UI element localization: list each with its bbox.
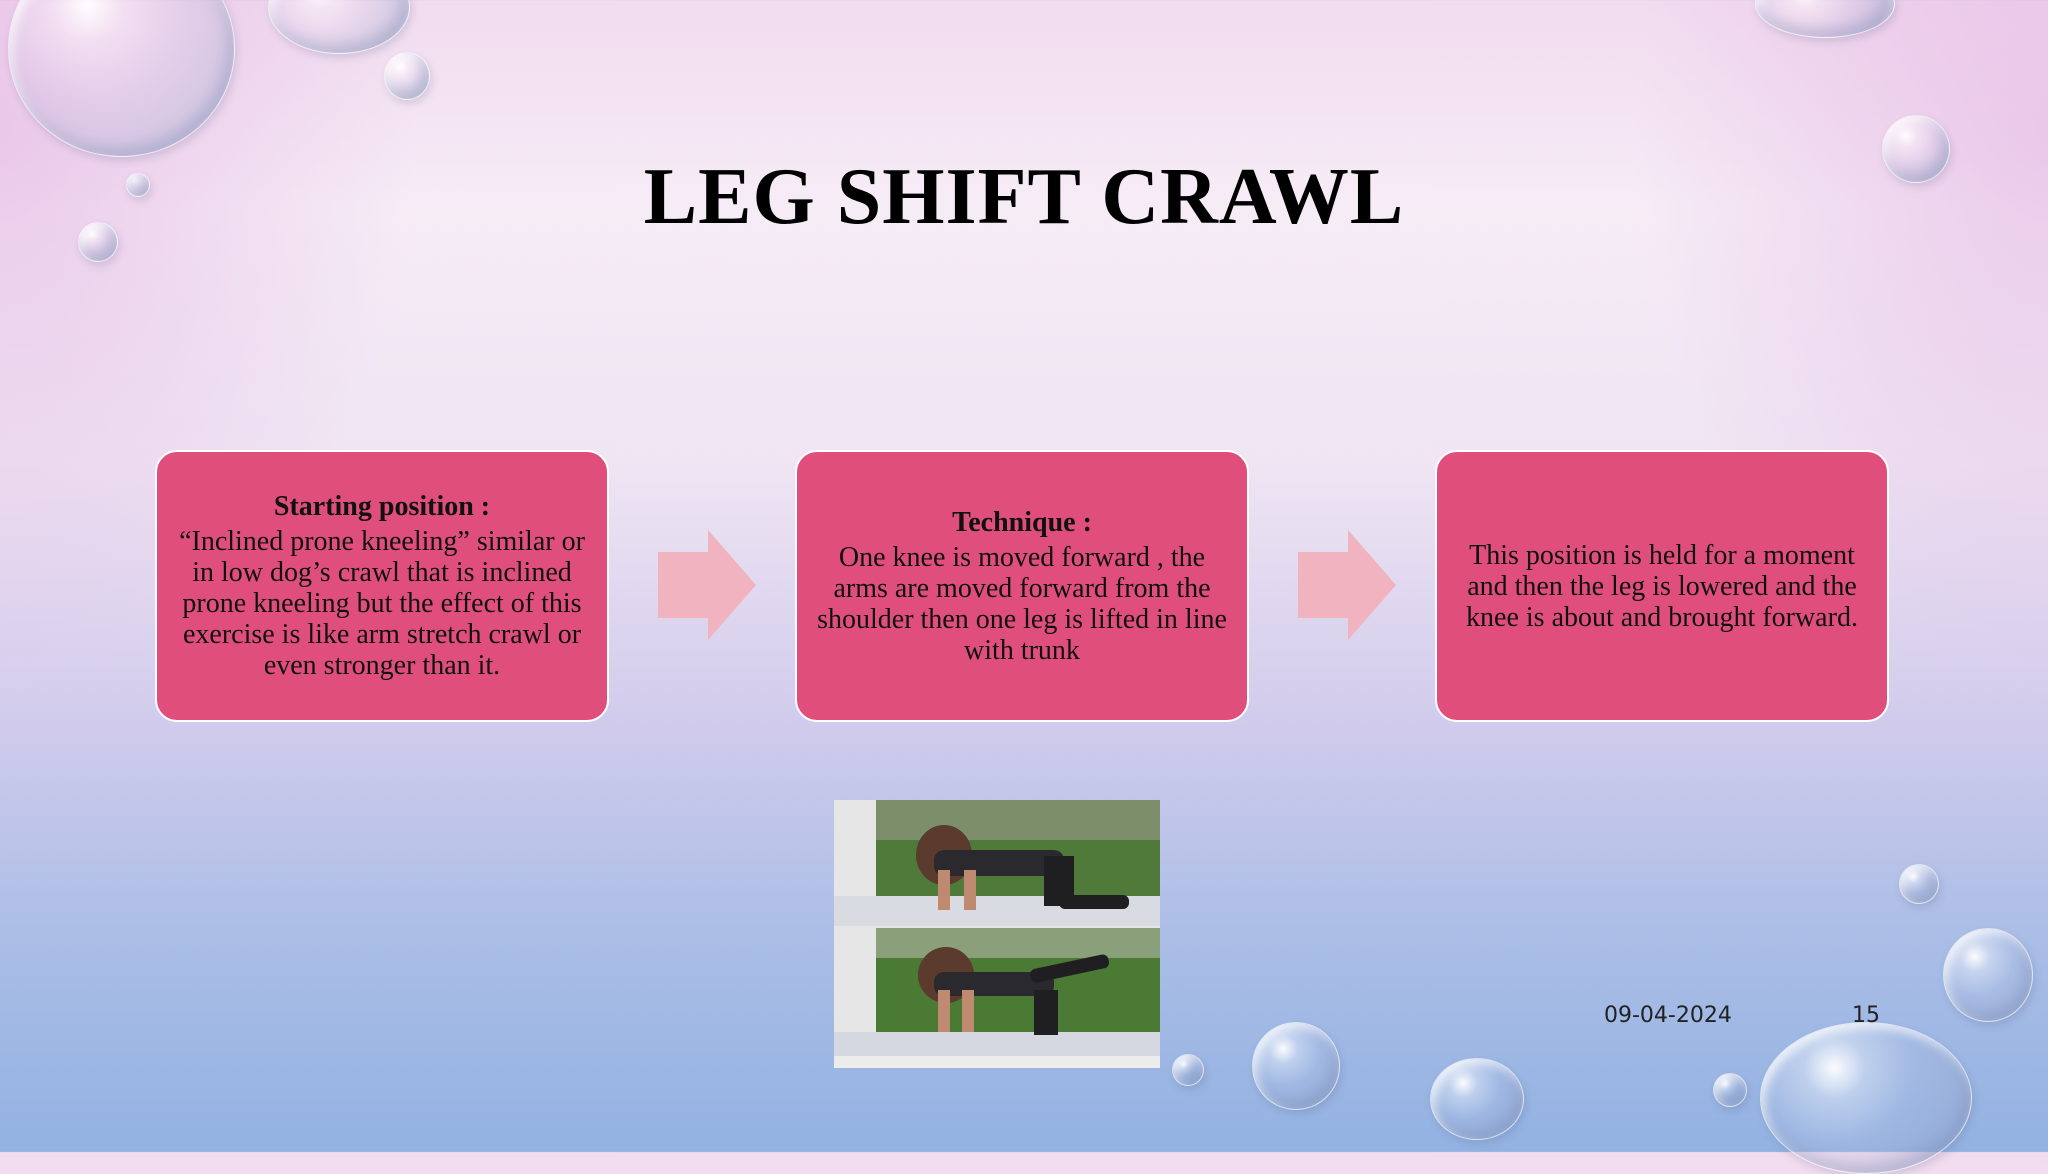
slide-page-number: 15 [1852,1003,1880,1028]
exercise-photo [834,800,1160,1068]
slide-date: 09-04-2024 [1604,1003,1732,1028]
water-droplet [1943,928,2033,1022]
right-arrow-icon [658,530,756,640]
step-box-starting-position: Starting position : “Inclined prone knee… [155,450,609,722]
water-droplet [1430,1058,1524,1140]
water-droplet [1172,1054,1204,1086]
step-text: “Inclined prone kneeling” similar or in … [179,526,585,681]
water-droplet [126,173,150,197]
water-droplet [1760,1022,1972,1174]
step-heading: Starting position : [273,491,491,522]
step-text: This position is held for a moment and t… [1466,539,1858,633]
step-text: One knee is moved forward , the arms are… [817,541,1227,666]
right-arrow-icon [1298,530,1396,640]
water-droplet [1899,864,1939,904]
water-droplet [1882,115,1950,183]
water-droplet [1713,1073,1747,1107]
step-box-hold-position: This position is held for a moment and t… [1435,450,1889,722]
water-droplet [1252,1022,1340,1110]
water-droplet [384,52,430,100]
water-droplet [78,222,118,262]
step-heading: Technique : [952,506,1092,538]
slide-title: LEG SHIFT CRAWL [643,153,1405,241]
step-box-technique: Technique : One knee is moved forward , … [795,450,1249,722]
